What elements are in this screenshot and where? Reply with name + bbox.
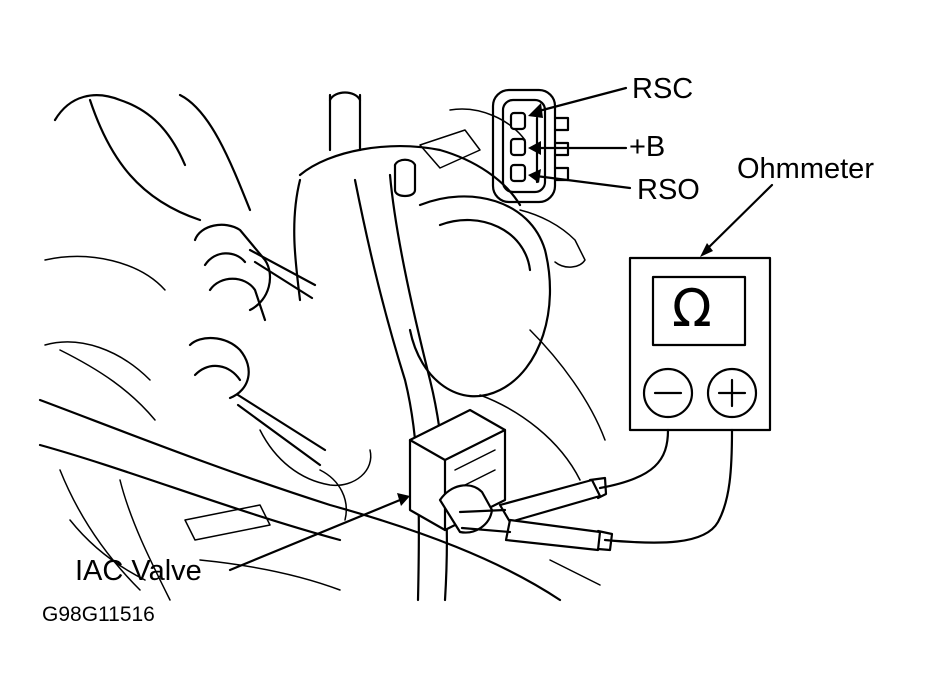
- label-arrows: [228, 86, 774, 572]
- plus-terminal-symbol: +: [722, 376, 747, 406]
- iac-valve-label: IAC Valve: [75, 555, 202, 587]
- test-leads: [458, 428, 734, 552]
- rso-label: RSO: [637, 174, 700, 206]
- connector-inset: [491, 88, 570, 204]
- rsc-label: RSC: [632, 73, 694, 105]
- ohmmeter: [628, 256, 772, 432]
- figure-code: G98G11516: [42, 603, 155, 626]
- ohmmeter-label: Ohmmeter: [737, 153, 874, 185]
- ohm-symbol: Ω: [672, 279, 712, 339]
- plus-b-label: +B: [629, 131, 666, 163]
- engine-linework: [38, 91, 606, 602]
- minus-terminal-symbol: −: [658, 376, 683, 406]
